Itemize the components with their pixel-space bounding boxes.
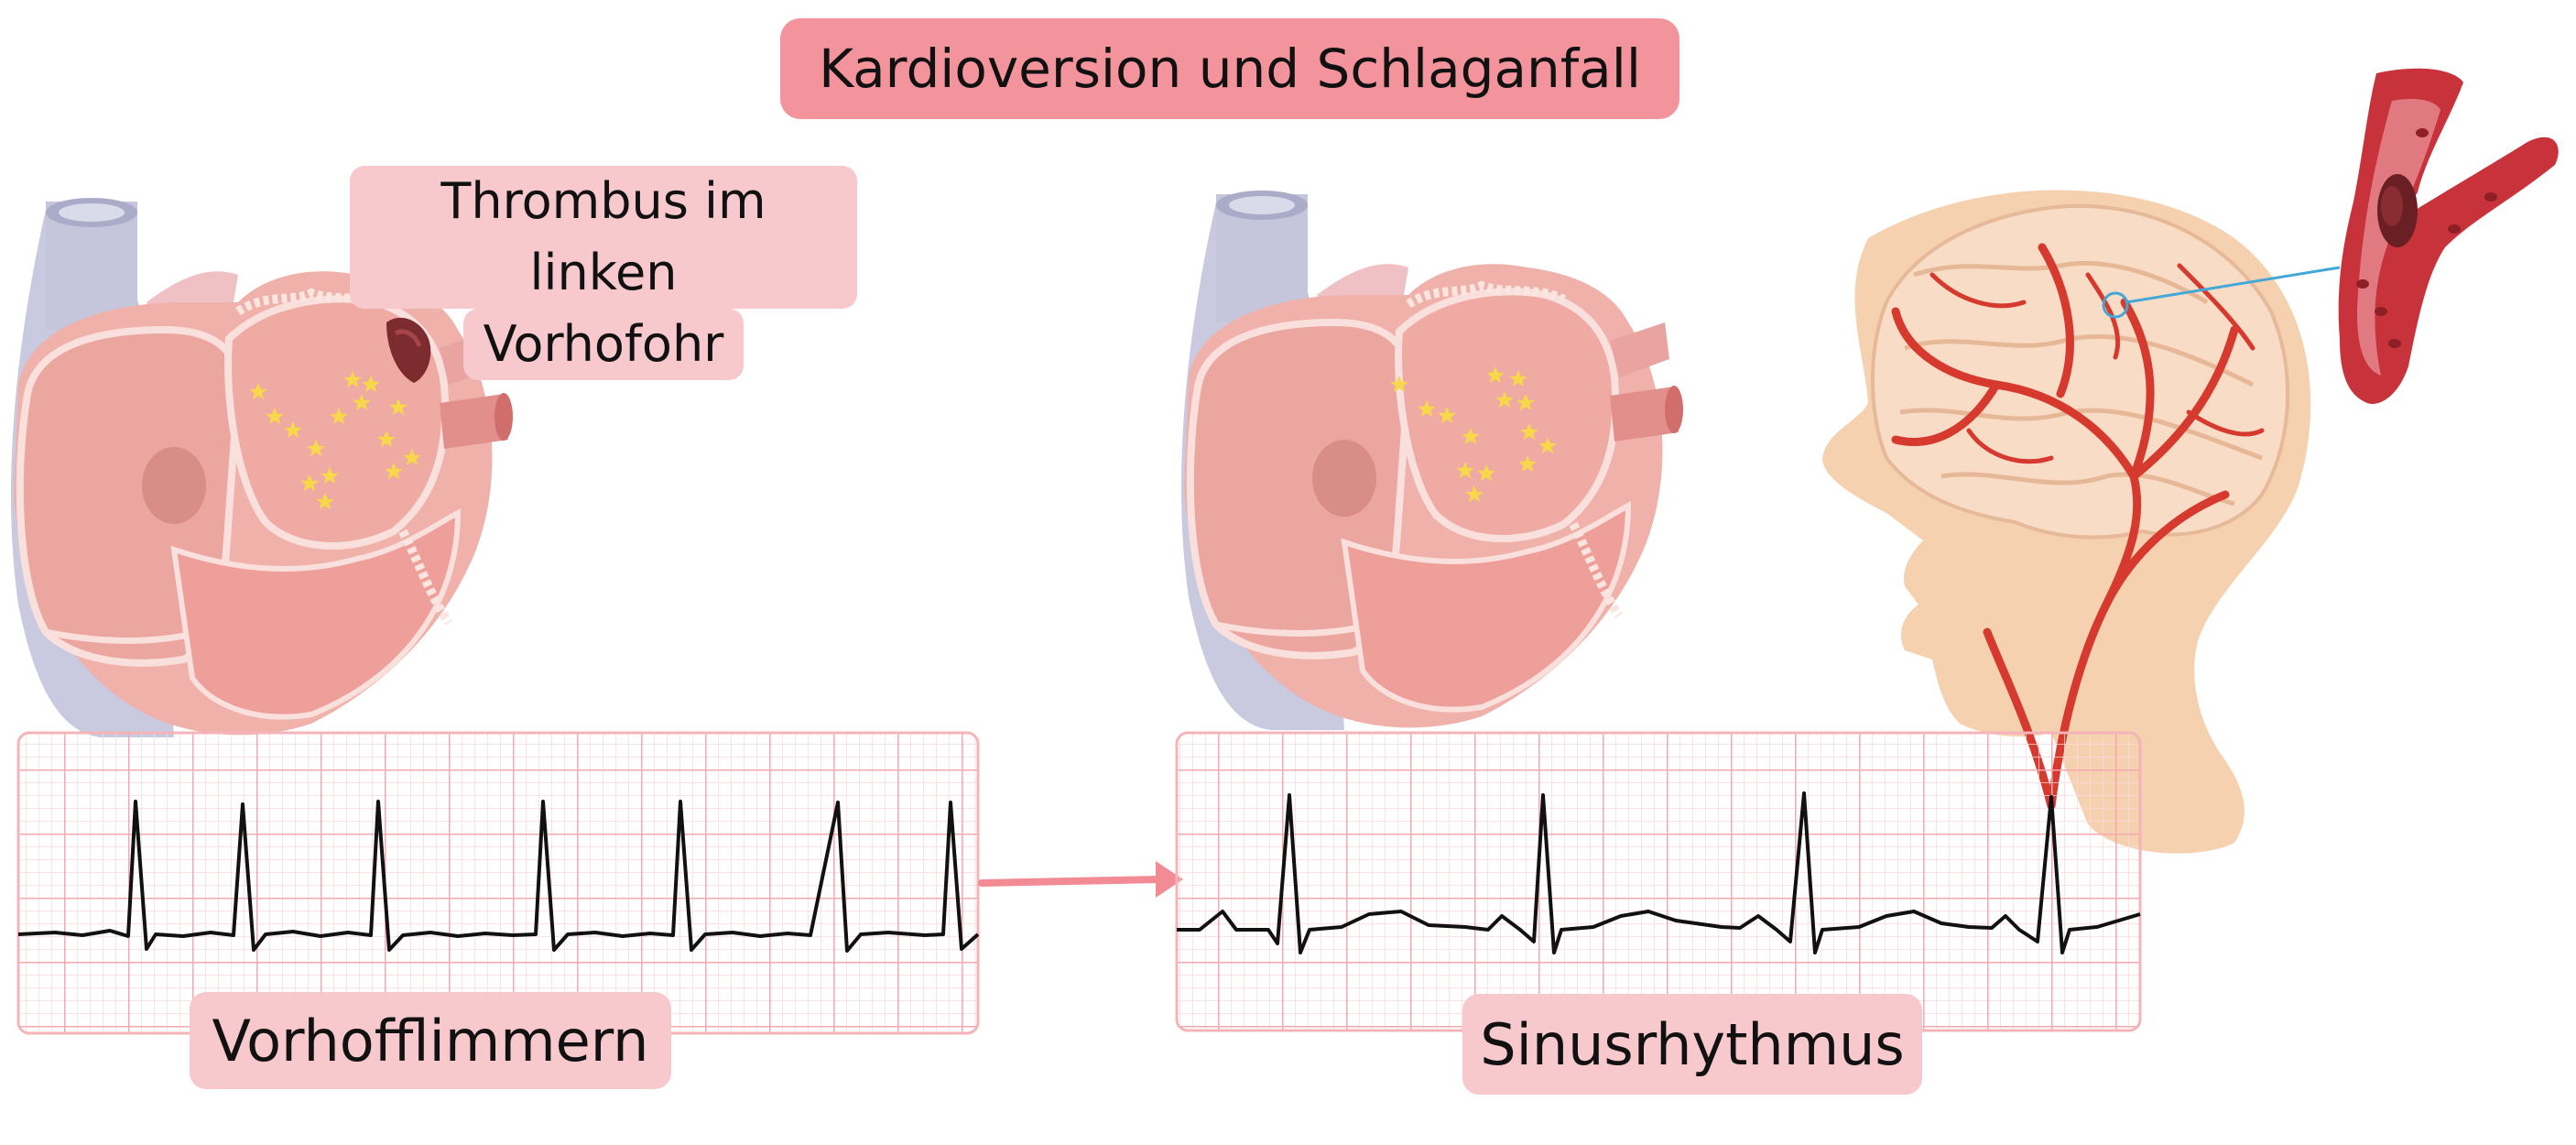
thrombus: [386, 317, 431, 383]
thrombus-label-line-1: Thrombus im linken: [350, 166, 857, 309]
diagram-title: Kardioversion und Schlaganfall: [780, 18, 1679, 119]
ecg-trace-afib: [17, 800, 980, 953]
head-brain-illustration: [1822, 190, 2341, 854]
artery-clot-illustration: [2338, 68, 2559, 404]
sinus-rhythm-label: Sinusrhythmus: [1462, 994, 1922, 1095]
afib-label: Vorhofflimmern: [190, 992, 671, 1089]
ecg-strip-afib: [16, 731, 980, 1035]
heart-sinus-illustration: [1181, 191, 1683, 730]
thrombus-label-line-2: Vorhofohr: [462, 309, 745, 380]
thrombus-label: Thrombus im linken Vorhofohr: [350, 166, 857, 380]
ecg-strip-sinus: [1175, 731, 2142, 1032]
heart-afib-illustration: [11, 198, 513, 737]
conversion-arrow: [978, 861, 1183, 898]
ecg-trace-sinus: [1177, 791, 2141, 954]
